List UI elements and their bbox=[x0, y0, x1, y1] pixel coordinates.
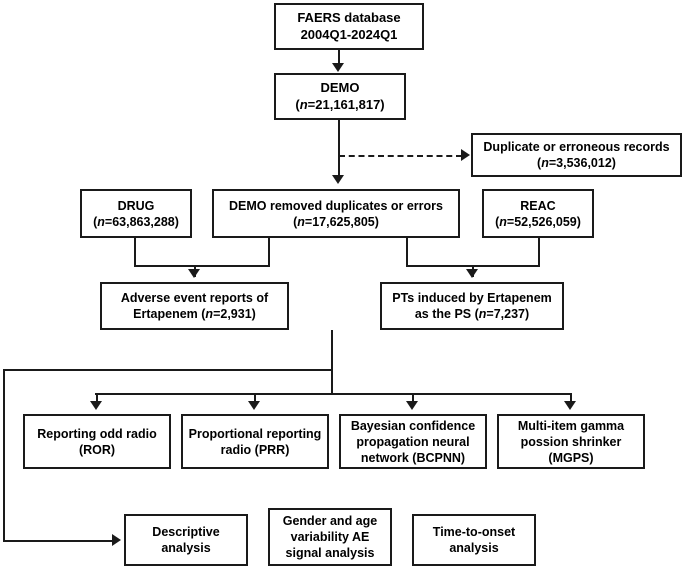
edge-bus-to-mgps bbox=[570, 393, 572, 405]
node-pts-induced: PTs induced by Ertapenem as the PS (n=7,… bbox=[380, 282, 564, 330]
edge-democlean-right-down bbox=[406, 238, 408, 266]
time-to-onset-line1: Time-to-onset bbox=[432, 525, 516, 539]
faers-line1: FAERS database bbox=[297, 9, 401, 25]
reac-line2: (n=52,526,059) bbox=[495, 214, 581, 229]
prr-line2: radio (PRR) bbox=[220, 442, 290, 457]
gender-age-line1: Gender and age bbox=[282, 514, 378, 528]
edge-bus-to-ror bbox=[96, 393, 98, 405]
edge-outer-bus-vertical bbox=[3, 369, 5, 542]
node-descriptive-analysis: Descriptive analysis bbox=[124, 514, 248, 566]
edge-reac-down bbox=[538, 238, 540, 266]
drug-line2: (n=63,863,288) bbox=[93, 214, 179, 229]
node-reac: REAC (n=52,526,059) bbox=[482, 189, 594, 238]
edge-bus-to-prr bbox=[254, 393, 256, 405]
node-drug: DRUG (n=63,863,288) bbox=[80, 189, 192, 238]
mgps-line2: possion shrinker bbox=[520, 434, 622, 449]
mgps-line3: (MGPS) bbox=[548, 450, 594, 465]
node-bcpnn: Bayesian confidence propagation neural n… bbox=[339, 414, 487, 469]
edge-demo-to-duplicates bbox=[339, 155, 462, 157]
node-duplicate-records: Duplicate or erroneous records (n=3,536,… bbox=[471, 133, 682, 177]
node-demo: DEMO (n=21,161,817) bbox=[274, 73, 406, 120]
node-demo-removed-duplicates: DEMO removed duplicates or errors (n=17,… bbox=[212, 189, 460, 238]
edge-demo-trunk bbox=[338, 120, 340, 175]
edge-ror-arrowhead bbox=[90, 401, 102, 410]
node-ror: Reporting odd radio (ROR) bbox=[23, 414, 171, 469]
bcpnn-line1: Bayesian confidence bbox=[350, 418, 476, 433]
bcpnn-line2: propagation neural bbox=[356, 434, 470, 449]
node-faers-database: FAERS database 2004Q1-2024Q1 bbox=[274, 3, 424, 50]
adverse-line1: Adverse event reports of bbox=[120, 291, 269, 305]
node-adverse-event-reports: Adverse event reports of Ertapenem (n=2,… bbox=[100, 282, 289, 330]
descriptive-line1: Descriptive bbox=[152, 525, 220, 539]
pts-line1: PTs induced by Ertapenem bbox=[392, 291, 552, 305]
drug-line1: DRUG bbox=[117, 198, 155, 213]
edge-pts-arrowhead bbox=[466, 269, 478, 278]
adverse-line2: Ertapenem (n=2,931) bbox=[133, 307, 256, 321]
demo-clean-line1: DEMO removed duplicates or errors bbox=[229, 198, 443, 213]
duplicates-line1: Duplicate or erroneous records bbox=[483, 140, 670, 154]
edge-descriptive-arrowhead bbox=[112, 534, 121, 546]
node-prr: Proportional reporting radio (PRR) bbox=[181, 414, 329, 469]
edge-outer-bus-to-descriptive bbox=[3, 540, 113, 542]
mgps-line1: Multi-item gamma bbox=[517, 418, 625, 433]
edge-outer-bus-horizontal bbox=[3, 369, 333, 371]
edge-demo-to-democlean-arrowhead bbox=[332, 175, 344, 184]
edge-adverse-merge-bus bbox=[134, 265, 270, 267]
demo-line2: (n=21,161,817) bbox=[295, 96, 385, 112]
descriptive-line2: analysis bbox=[161, 541, 211, 555]
edge-mgps-arrowhead bbox=[564, 401, 576, 410]
reac-line1: REAC bbox=[520, 198, 556, 213]
pts-line2: as the PS (n=7,237) bbox=[414, 307, 530, 321]
edge-democlean-left-down bbox=[268, 238, 270, 266]
edge-faers-to-demo-arrowhead bbox=[332, 63, 344, 72]
prr-line1: Proportional reporting bbox=[188, 426, 322, 441]
edge-demo-to-duplicates-arrowhead bbox=[461, 149, 470, 161]
edge-bus-to-bcpnn bbox=[412, 393, 414, 405]
gender-age-line3: signal analysis bbox=[285, 546, 375, 560]
ror-line2: (ROR) bbox=[78, 442, 116, 457]
edge-prr-arrowhead bbox=[248, 401, 260, 410]
faers-line2: 2004Q1-2024Q1 bbox=[300, 26, 398, 42]
duplicates-line2: (n=3,536,012) bbox=[537, 156, 616, 170]
demo-clean-line2: (n=17,625,805) bbox=[293, 214, 379, 229]
node-time-to-onset-analysis: Time-to-onset analysis bbox=[412, 514, 536, 566]
ror-line1: Reporting odd radio bbox=[37, 426, 157, 441]
edge-faers-to-demo bbox=[338, 50, 340, 64]
edge-bcpnn-arrowhead bbox=[406, 401, 418, 410]
edge-adverse-arrowhead bbox=[188, 269, 200, 278]
time-to-onset-line2: analysis bbox=[449, 541, 499, 555]
node-mgps: Multi-item gamma possion shrinker (MGPS) bbox=[497, 414, 645, 469]
edge-drug-down bbox=[134, 238, 136, 266]
bcpnn-line3: network (BCPNN) bbox=[360, 450, 466, 465]
gender-age-line2: variability AE bbox=[290, 530, 370, 544]
node-gender-age-analysis: Gender and age variability AE signal ana… bbox=[268, 508, 392, 566]
demo-line1: DEMO bbox=[320, 79, 360, 95]
edge-algorithm-bus bbox=[95, 393, 570, 395]
edge-pts-to-trunk bbox=[331, 330, 333, 394]
